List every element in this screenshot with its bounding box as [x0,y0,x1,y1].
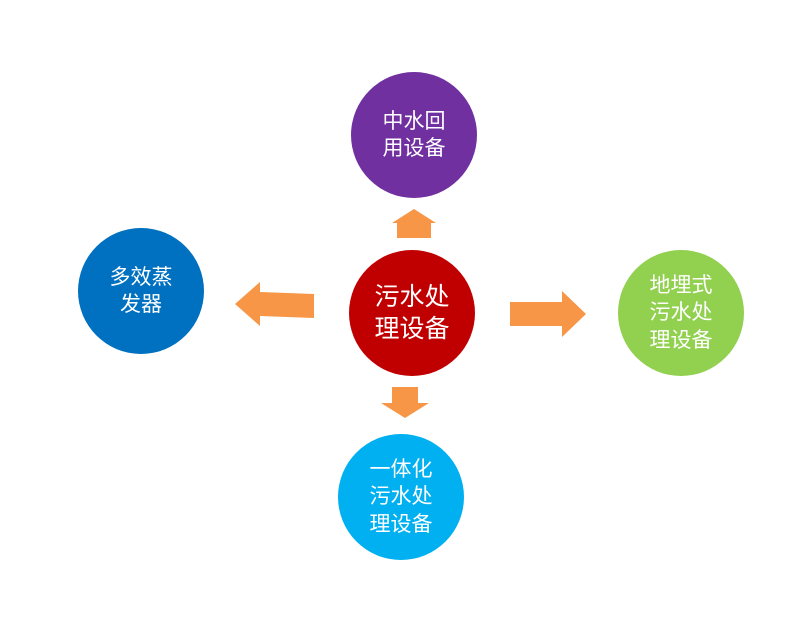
center-node-line-2: 理设备 [374,314,450,343]
top-node-line-2: 用设备 [382,136,446,160]
arrow-down [381,387,429,418]
arrow-left [235,282,314,326]
right-node-line-1: 地埋式 [649,273,713,298]
bottom-node-line-3: 理设备 [369,511,433,536]
right-node-line-2: 污水处 [649,300,713,325]
top-node-line-1: 中水回 [382,108,446,133]
arrow-up [392,209,436,238]
right-node-buried-treatment: 地埋式 污水处 理设备 [618,250,744,376]
bottom-node-line-1: 一体化 [369,457,433,482]
right-node-line-3: 理设备 [649,327,713,352]
bottom-node-line-2: 污水处 [369,484,433,509]
left-node-line-1: 多效蒸 [109,264,173,289]
arrow-right [510,291,586,337]
center-node-line-1: 污水处 [374,281,450,311]
center-node-sewage-treatment: 污水处 理设备 [349,250,475,376]
left-node-evaporator: 多效蒸 发器 [78,228,204,354]
bottom-node-integrated-treatment: 一体化 污水处 理设备 [338,434,464,560]
top-node-reclaimed-water: 中水回 用设备 [351,72,477,198]
left-node-line-2: 发器 [120,292,162,316]
